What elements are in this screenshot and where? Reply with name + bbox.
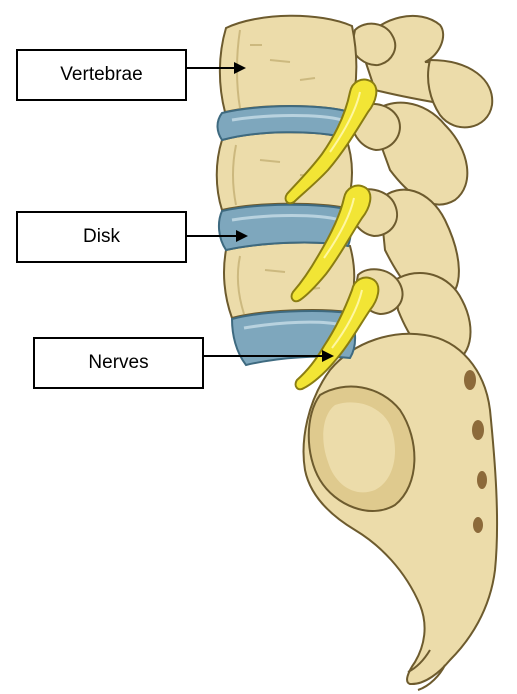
label-vertebrae-text: Vertebrae: [60, 64, 142, 86]
sacrum: [304, 334, 498, 690]
label-disk: Disk: [16, 211, 187, 263]
label-nerves-text: Nerves: [88, 352, 148, 374]
label-nerves: Nerves: [33, 337, 204, 389]
label-disk-text: Disk: [83, 226, 120, 248]
label-vertebrae: Vertebrae: [16, 49, 187, 101]
spinous-processes: [350, 16, 492, 362]
